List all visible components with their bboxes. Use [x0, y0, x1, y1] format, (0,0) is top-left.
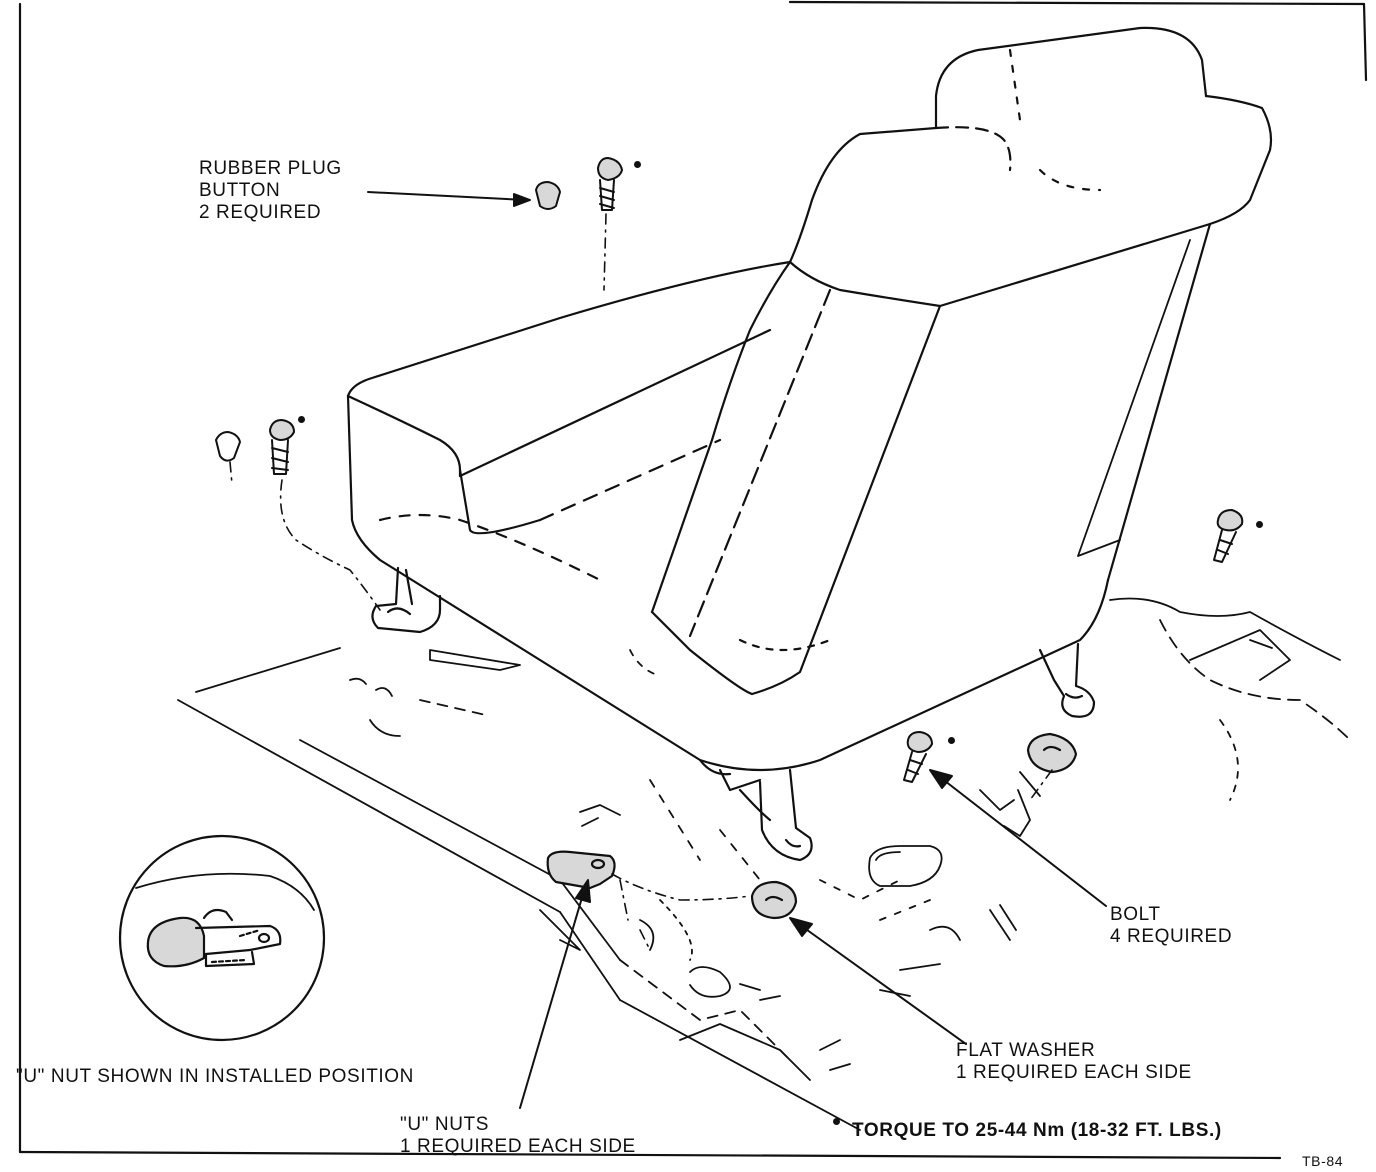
flat-washer-label: FLAT WASHER 1 REQUIRED EACH SIDE — [956, 1040, 1192, 1084]
seat-legs — [371, 566, 1096, 862]
u-nuts-label: "U" NUTS 1 REQUIRED EACH SIDE — [400, 1114, 636, 1158]
leader-lines — [367, 191, 1107, 1109]
alignment-lines — [229, 213, 1053, 951]
installed-position-note: "U" NUT SHOWN IN INSTALLED POSITION — [16, 1066, 414, 1087]
bolt-icon — [269, 157, 1244, 783]
flat-washer-line-1: FLAT WASHER — [956, 1040, 1096, 1061]
bolt-label: BOLT 4 REQUIRED — [1110, 904, 1232, 948]
bolt-line-1: BOLT — [1110, 904, 1161, 925]
torque-dot-icon — [634, 161, 641, 168]
torque-dot-icon — [948, 737, 955, 744]
u-nut-detail-inset — [118, 834, 326, 1042]
seat-cushion — [346, 260, 1110, 792]
figure-id: TB-84 — [1302, 1153, 1344, 1169]
rubber-plug-label: RUBBER PLUG BUTTON 2 REQUIRED — [199, 158, 342, 224]
washer-icon — [750, 732, 1078, 920]
flat-washer-line-2: 1 REQUIRED EACH SIDE — [956, 1062, 1192, 1083]
page-frame — [18, 0, 1368, 1160]
torque-dot-icon — [298, 416, 305, 423]
floor-pan — [177, 597, 1351, 1131]
rubber-plug-line-3: 2 REQUIRED — [199, 202, 322, 223]
seat-back — [650, 26, 1273, 696]
u-nuts-line-1: "U" NUTS — [400, 1114, 490, 1135]
rubber-plug-line-2: BUTTON — [199, 180, 281, 201]
u-nut-icon — [546, 850, 616, 890]
u-nuts-line-2: 1 REQUIRED EACH SIDE — [400, 1136, 636, 1157]
rubber-plug-line-1: RUBBER PLUG — [199, 158, 342, 179]
torque-dot-icon — [1256, 521, 1263, 528]
plug-button-icon — [215, 181, 561, 462]
bolt-line-2: 4 REQUIRED — [1110, 926, 1233, 947]
torque-dot-icon — [833, 1118, 840, 1125]
torque-note: TORQUE TO 25-44 Nm (18-32 FT. LBS.) — [852, 1120, 1222, 1141]
